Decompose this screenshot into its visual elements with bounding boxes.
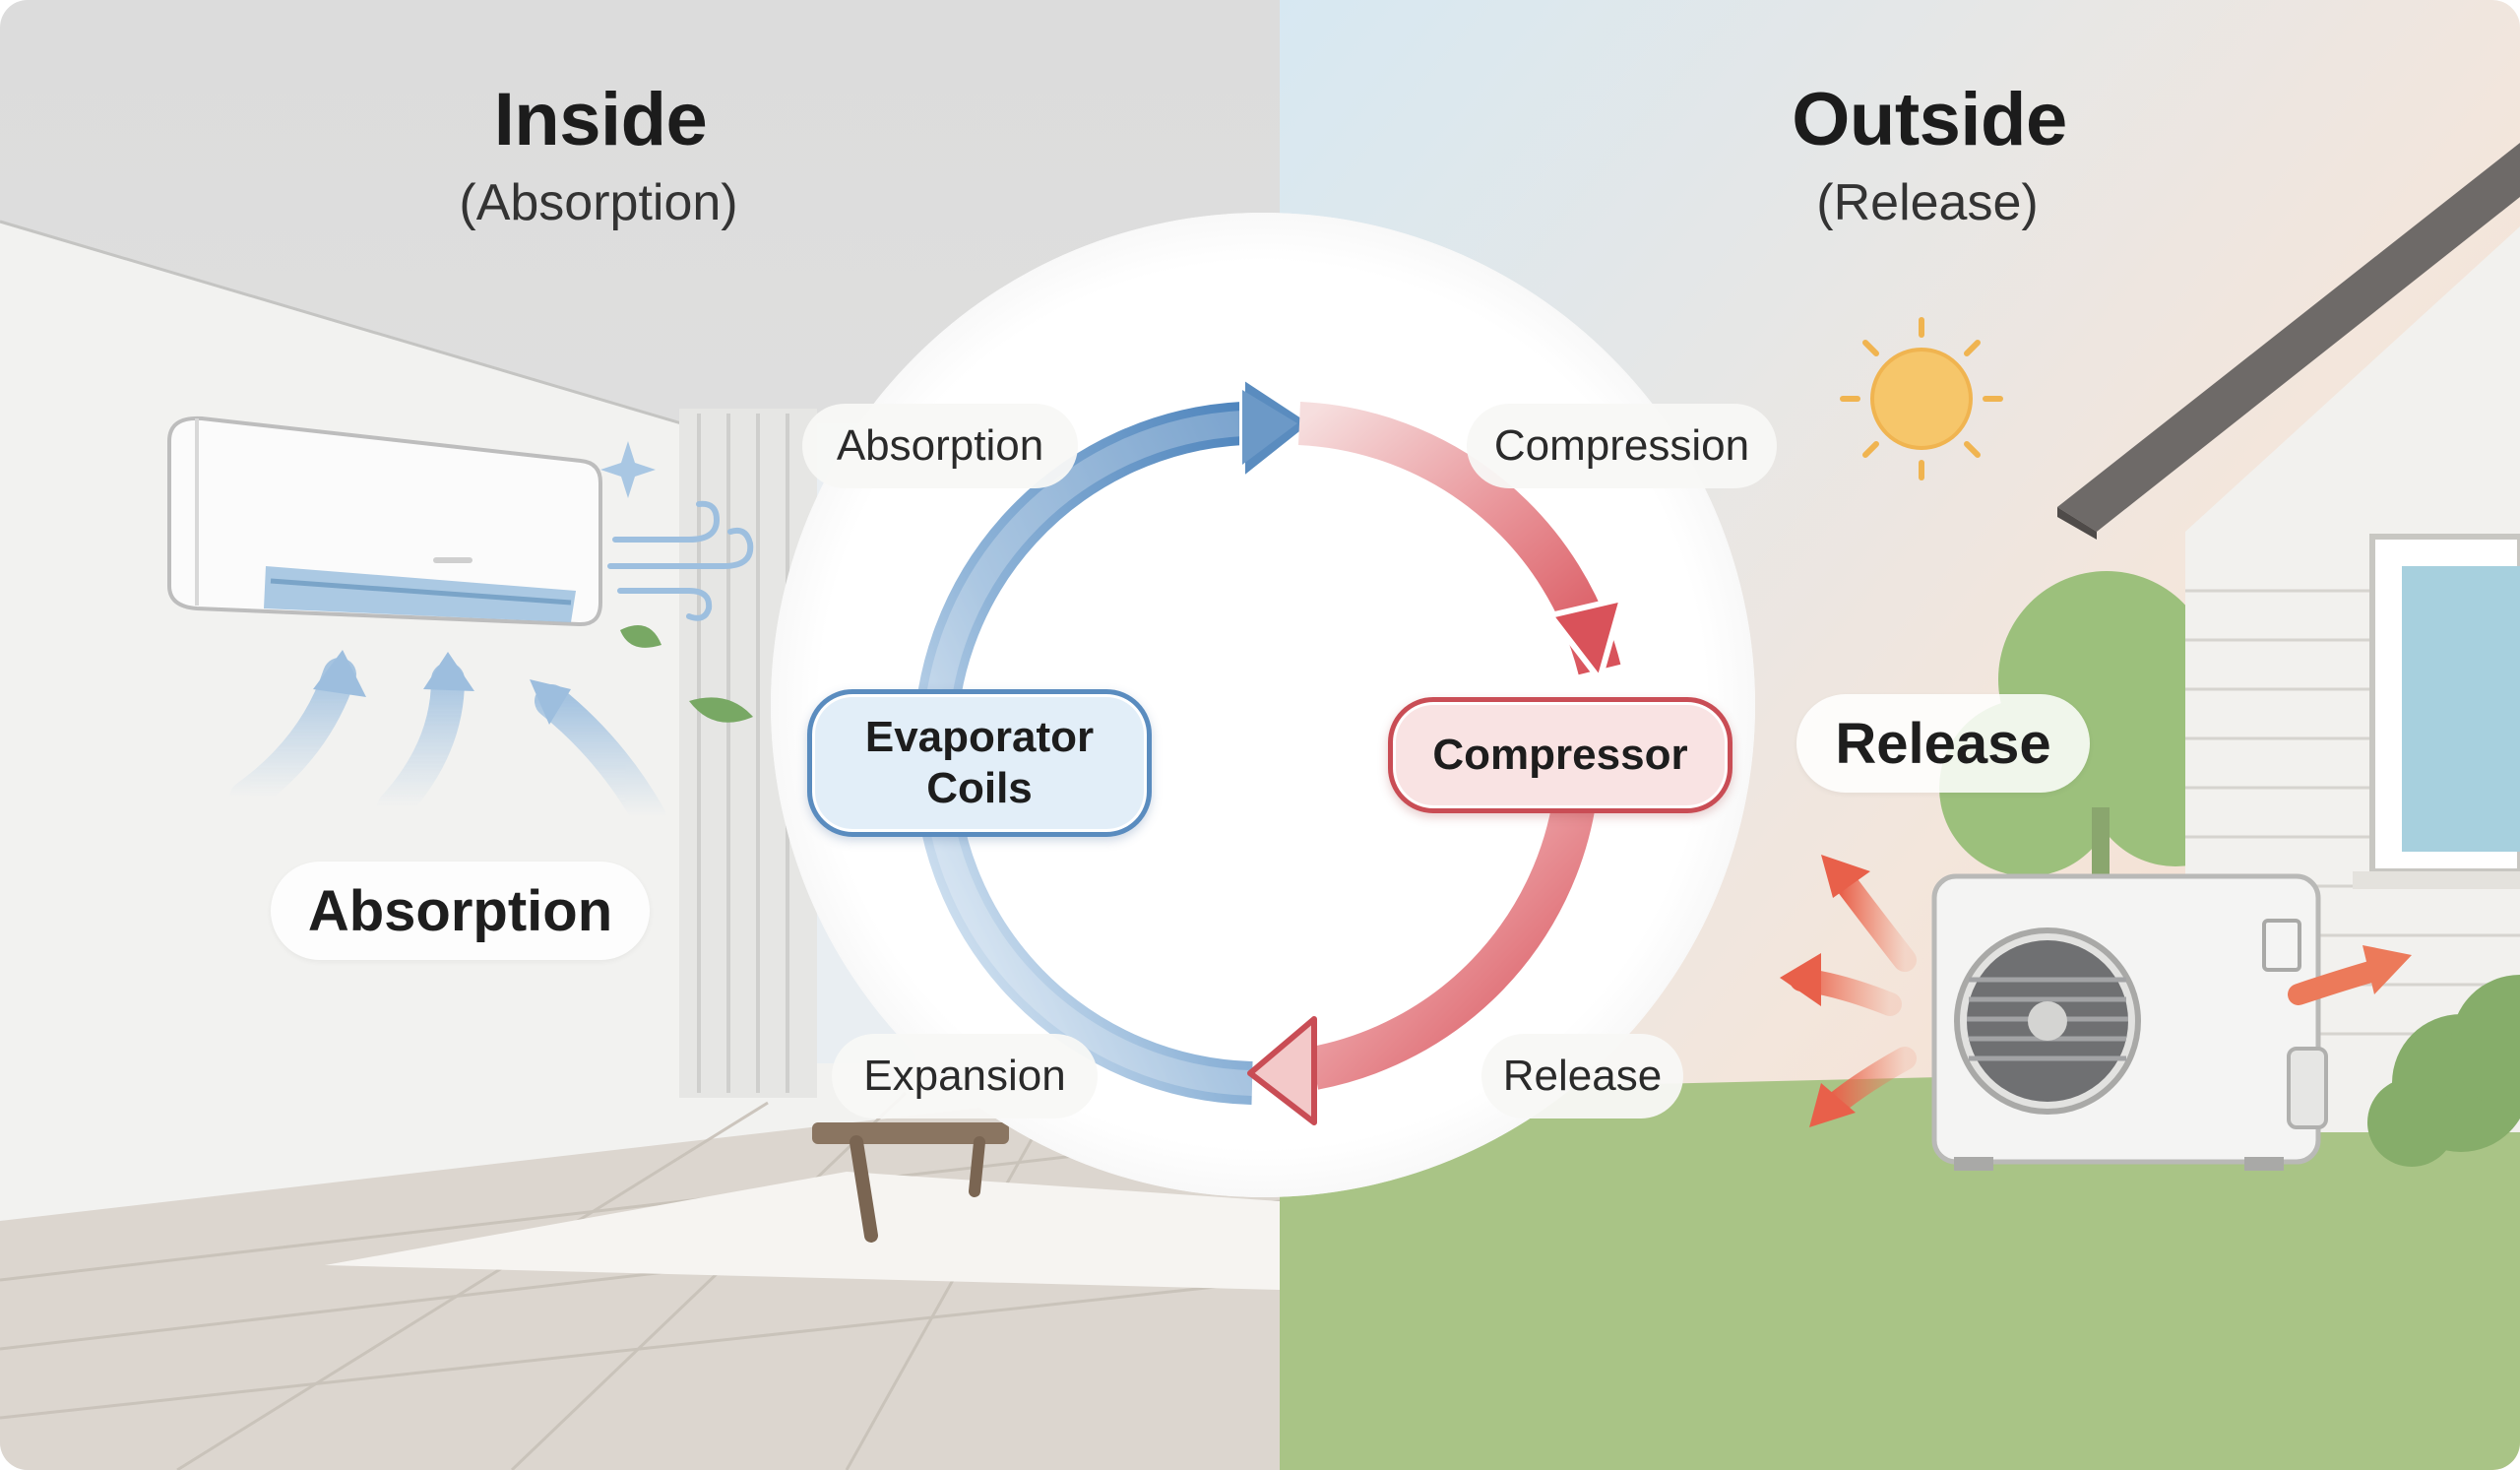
outside-badge: Release	[1796, 694, 2090, 793]
house-icon	[2057, 143, 2520, 1132]
heat-arrows	[1780, 855, 2412, 1127]
step-compression: Compression	[1467, 404, 1777, 488]
outside-badge-label: Release	[1835, 711, 2051, 776]
step-absorption: Absorption	[802, 404, 1078, 488]
leaf-icon	[620, 625, 753, 723]
inside-badge-label: Absorption	[307, 878, 613, 943]
bench-icon	[812, 1122, 1009, 1243]
wind-icon	[607, 500, 754, 621]
bush-icon	[2367, 975, 2520, 1167]
step-expansion: Expansion	[832, 1034, 1098, 1118]
step-release: Release	[1481, 1034, 1683, 1118]
outdoor-grass	[1280, 1063, 2520, 1470]
hot-arrowhead-top	[1547, 596, 1625, 682]
step-expansion-label: Expansion	[863, 1052, 1066, 1100]
compressor-label: Compressor	[1432, 731, 1688, 779]
outside-title: Outside	[1792, 78, 2067, 161]
inside-title: Inside	[493, 78, 708, 161]
evaporator-coils-node: Evaporator Coils	[807, 689, 1152, 837]
evaporator-coils-label: Evaporator Coils	[864, 713, 1095, 812]
outside-subtitle: (Release)	[1816, 174, 2039, 231]
step-release-label: Release	[1502, 1052, 1663, 1100]
rug	[325, 1172, 1280, 1290]
compressor-node: Compressor	[1388, 697, 1732, 813]
inside-subtitle: (Absorption)	[459, 174, 738, 231]
step-absorption-label: Absorption	[836, 421, 1044, 470]
outdoor-unit-icon	[1931, 873, 2328, 1171]
hot-arrowhead-bottom	[1247, 1016, 1317, 1125]
sparkle-icon	[600, 441, 656, 498]
hot-arc-bottom	[1309, 794, 1597, 1090]
sun-icon	[1840, 317, 2003, 480]
air-conditioner-indoor-icon	[167, 415, 602, 627]
step-compression-label: Compression	[1493, 421, 1750, 470]
cool-air-arrows	[229, 650, 666, 834]
inside-badge: Absorption	[271, 862, 650, 960]
